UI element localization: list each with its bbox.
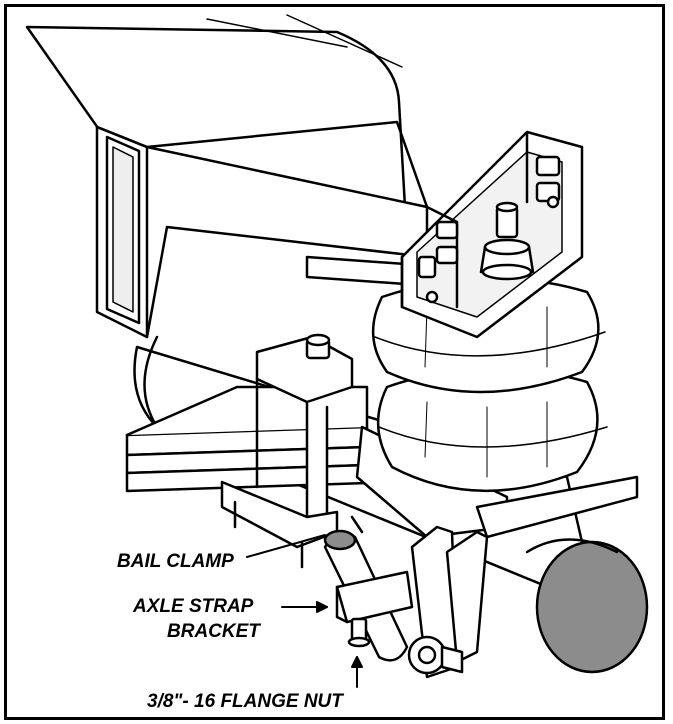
flange-nut-label: 3/8"- 16 FLANGE NUT bbox=[147, 691, 343, 712]
axle-strap-label-line2: BRACKET bbox=[167, 621, 260, 642]
air-spring-assembly-illustration bbox=[25, 14, 649, 688]
lower-mount-fork bbox=[407, 525, 489, 679]
axle-end-cap bbox=[535, 540, 649, 674]
bail-clamp-label: BAIL CLAMP bbox=[117, 551, 234, 572]
center-stud-nut bbox=[479, 201, 535, 281]
frame-rail bbox=[95, 125, 429, 339]
bracket-bolts bbox=[417, 155, 561, 304]
axle-strap-bracket bbox=[335, 570, 414, 648]
axle-strap-label-line1: AXLE STRAP bbox=[133, 596, 254, 617]
diagram-frame: BAIL CLAMP AXLE STRAP BRACKET 3/8"- 16 F… bbox=[4, 4, 665, 720]
leader-lines bbox=[246, 534, 363, 688]
